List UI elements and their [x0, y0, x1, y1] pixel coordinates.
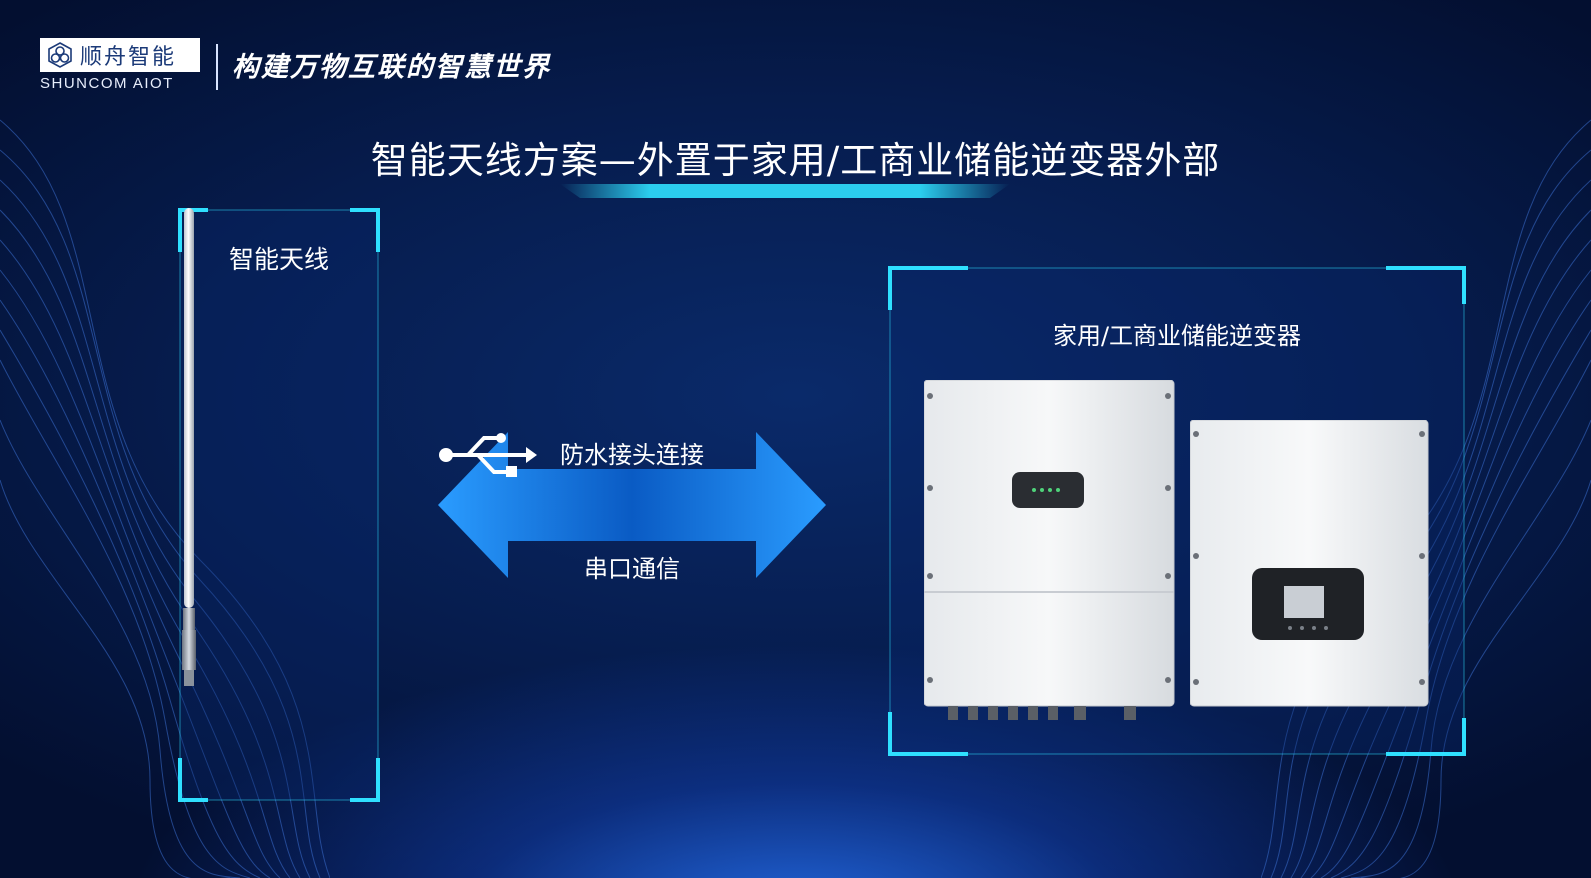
- antenna-image: [182, 208, 196, 686]
- slogan: 构建万物互联的智慧世界: [232, 52, 551, 83]
- logo-english-name: SHUNCOM AIOT: [40, 75, 174, 92]
- connection-top-label: 防水接头连接: [560, 441, 704, 469]
- bidirectional-arrow: 防水接头连接 串口通信: [438, 432, 826, 583]
- inverter-small-image: [1190, 420, 1429, 707]
- antenna-panel: 智能天线: [178, 208, 380, 802]
- antenna-frame-border: [178, 208, 380, 802]
- usb-icon: [439, 433, 537, 477]
- inverter-label: 家用/工商业储能逆变器: [1052, 322, 1302, 350]
- logo-badge: 顺舟智能: [40, 38, 200, 72]
- antenna-label: 智能天线: [228, 245, 329, 274]
- page-title: 智能天线方案—外置于家用/工商业储能逆变器外部: [370, 139, 1221, 182]
- title-underline-bar: [560, 184, 1010, 198]
- logo-mark-icon: [48, 42, 72, 68]
- inverter-large-image: [924, 380, 1175, 720]
- logo-chinese-name: 顺舟智能: [80, 45, 177, 70]
- wave-pattern-left: [0, 119, 330, 878]
- company-logo: 顺舟智能 SHUNCOM AIOT: [40, 38, 202, 92]
- double-arrow-shape: [438, 432, 826, 578]
- connection-bottom-label: 串口通信: [584, 555, 680, 583]
- header-divider: [216, 44, 218, 90]
